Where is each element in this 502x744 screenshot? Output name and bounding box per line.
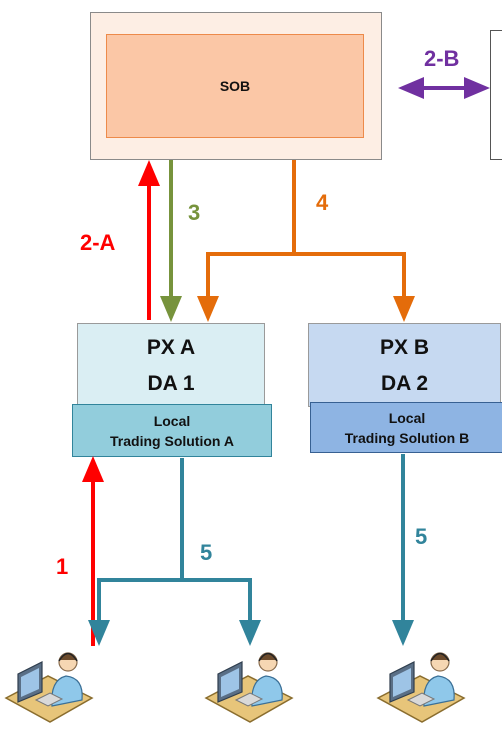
trader-icon (4, 652, 94, 723)
local-trading-solution-b: Local Trading Solution B (310, 402, 502, 453)
partial-right-box (490, 30, 502, 160)
px-a-da-label: DA 1 (147, 372, 195, 395)
px-b-title: PX B (379, 336, 429, 359)
step-3-label: 3 (188, 200, 201, 225)
local-trading-solution-a-label: Local Trading Solution A (110, 412, 234, 449)
px-a-box: PX A DA 1 (77, 323, 265, 407)
arrow-3 (160, 160, 182, 322)
step-2a-label: 2-A (80, 230, 116, 255)
local-trading-solution-a: Local Trading Solution A (72, 404, 272, 457)
arrow-2b (398, 77, 490, 99)
step-1-label: 1 (56, 554, 69, 579)
step-5b-label: 5 (415, 524, 428, 549)
arrow-4 (197, 160, 415, 322)
sob-label: SOB (219, 78, 251, 94)
arrow-1 (82, 456, 104, 646)
trader-icon (204, 652, 294, 723)
arrow-5b (392, 454, 414, 646)
step-2b-label: 2-B (424, 46, 460, 71)
trader-icon (376, 652, 466, 723)
px-b-box: PX B DA 2 (308, 323, 501, 407)
local-trading-solution-b-label: Local Trading Solution B (344, 409, 470, 446)
step-5a-label: 5 (200, 540, 213, 565)
arrow-2a (138, 160, 160, 320)
px-a-title: PX A (146, 336, 196, 359)
sob-box: SOB (106, 34, 364, 138)
px-b-da-label: DA 2 (380, 372, 429, 395)
step-4-label: 4 (316, 190, 329, 215)
arrow-5a (88, 458, 261, 646)
